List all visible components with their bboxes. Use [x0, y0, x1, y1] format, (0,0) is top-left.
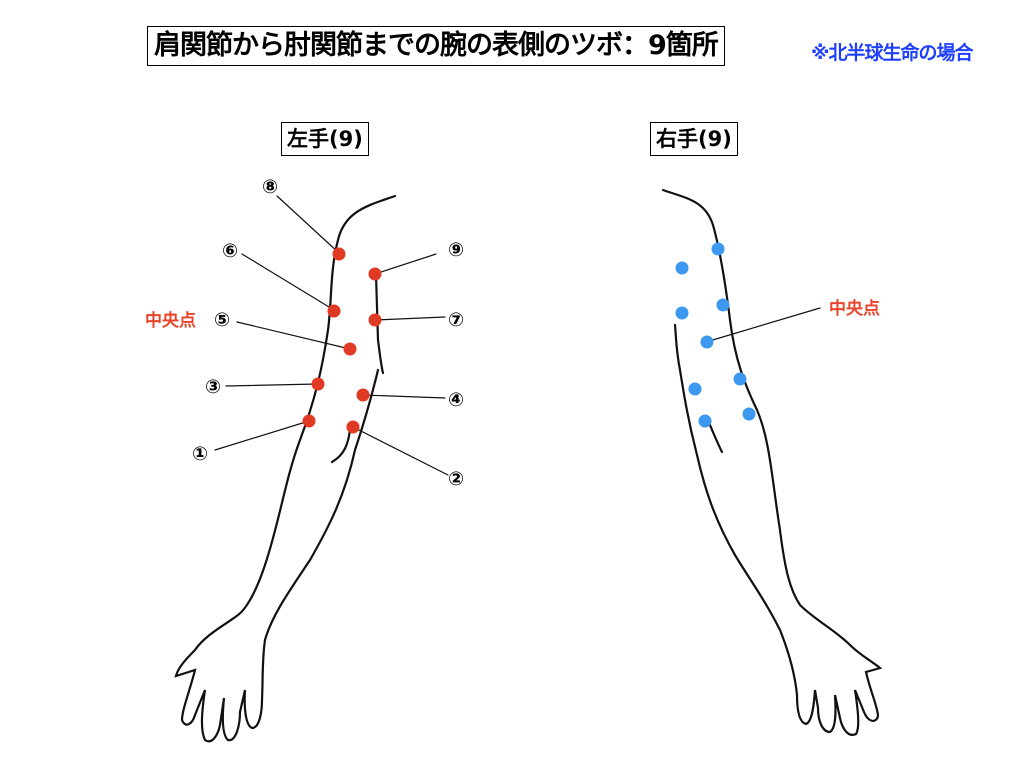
left-acupoint-dot [356, 388, 370, 402]
left-acupoint-dot [332, 247, 346, 261]
right-acupoint-dot [688, 382, 702, 396]
left-center-point-label: 中央点 [145, 310, 196, 331]
point-label-7: ⑦ [448, 309, 464, 331]
left-elbow-crease [374, 273, 385, 375]
left-arm-outline [174, 194, 397, 743]
point-label-1: ① [192, 443, 208, 465]
left-acupoint-dot [368, 267, 382, 281]
left-acupoint-dot [327, 304, 341, 318]
right-acupoint-dot [716, 298, 730, 312]
left-acupoint-dot [311, 377, 325, 391]
left-arm-label: 左手(9) [281, 122, 369, 156]
point-label-9: ⑨ [448, 239, 464, 261]
point-label-6: ⑥ [222, 240, 238, 262]
left-elbow-inner [330, 428, 352, 464]
page-title: 肩関節から肘関節までの腕の表側のツボ：9箇所 [147, 26, 725, 66]
point-label-4: ④ [448, 389, 464, 411]
left-acupoint-dot [346, 420, 360, 434]
right-acupoint-dot [733, 372, 747, 386]
right-acupoint-dot [742, 407, 756, 421]
right-acupoint-dot [675, 306, 689, 320]
point-label-2: ② [448, 468, 464, 490]
right-acupoint-dot [675, 261, 689, 275]
right-arm-outline [661, 188, 883, 736]
point-label-5: ⑤ [214, 309, 230, 331]
right-acupoint-dot [711, 242, 725, 256]
right-acupoint-dot [700, 335, 714, 349]
point-label-8: ⑧ [262, 176, 278, 198]
hemisphere-note: ※北半球生命の場合 [811, 42, 973, 64]
left-acupoint-dot [302, 414, 316, 428]
right-center-point-label: 中央点 [829, 298, 880, 319]
left-acupoint-dot [343, 342, 357, 356]
right-acupoint-dot [698, 414, 712, 428]
left-acupoint-dot [368, 313, 382, 327]
right-arm-label: 右手(9) [650, 122, 738, 156]
point-label-3: ③ [205, 376, 221, 398]
